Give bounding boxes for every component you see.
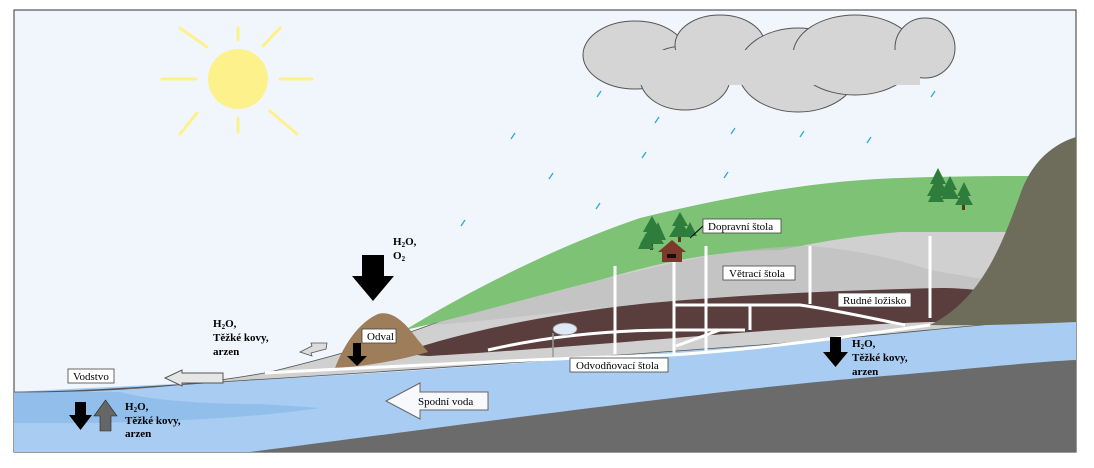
annotation-lake-line2: Těžké kovy, — [125, 415, 181, 427]
annotation-lake-line1: H2O, — [125, 401, 149, 414]
label-box-odvodnovaci-stola — [569, 357, 669, 373]
label-box-dopravni-stola — [702, 218, 782, 234]
annotation-right-line3: arzen — [852, 366, 878, 378]
rain-icon — [460, 90, 936, 227]
annotation-top-line1: H2O, — [393, 236, 417, 249]
annotation-right-line2: Těžké kovy, — [852, 352, 908, 364]
drain-outflow-arrow — [823, 337, 848, 367]
label-box-vetraci-stola — [722, 265, 796, 281]
lake-down-arrow — [69, 402, 92, 430]
heap-runoff-arrow — [298, 342, 328, 357]
rock-stripe — [430, 246, 1000, 325]
annotation-top-line2: O2 — [393, 250, 406, 263]
label-rudne-lozisko: Rudné ložisko — [843, 295, 907, 307]
tree-icon — [927, 168, 973, 210]
label-box-vodstvo — [67, 368, 115, 384]
sun-icon — [160, 26, 314, 136]
label-box-rudne-lozisko — [837, 292, 912, 308]
water-reservoir — [552, 322, 578, 336]
annotation-left-line1: H2O, — [213, 318, 237, 331]
label-vetraci-stola: Větrací štola — [729, 268, 785, 280]
groundwater-flow-arrow — [384, 382, 489, 420]
annotation-lake-line3: arzen — [125, 428, 151, 440]
annotation-right-line1: H2O, — [852, 338, 876, 351]
annotation-left-line2: Těžké kovy, — [213, 332, 269, 344]
label-box-odval — [361, 328, 397, 344]
infiltration-arrow — [352, 255, 394, 301]
bedrock — [250, 360, 1076, 452]
label-dopravni-stola: Dopravní štola — [708, 221, 773, 233]
label-spodni-voda: Spodní voda — [418, 396, 473, 408]
label-vodstvo: Vodstvo — [73, 371, 109, 383]
surface-flow-arrow — [163, 369, 224, 387]
label-odvodnovaci-stola: Odvodňovací štola — [576, 360, 659, 372]
grass-hill — [405, 176, 1060, 330]
label-leader — [689, 225, 704, 239]
label-odval: Odval — [367, 331, 394, 343]
cloud-icon — [582, 14, 956, 113]
house-icon — [658, 240, 686, 262]
tree-icon — [638, 212, 697, 250]
annotation-left-line3: arzen — [213, 346, 239, 358]
heap-seepage-arrow — [347, 343, 367, 366]
mountain — [930, 137, 1076, 326]
lake-up-arrow — [93, 399, 118, 432]
